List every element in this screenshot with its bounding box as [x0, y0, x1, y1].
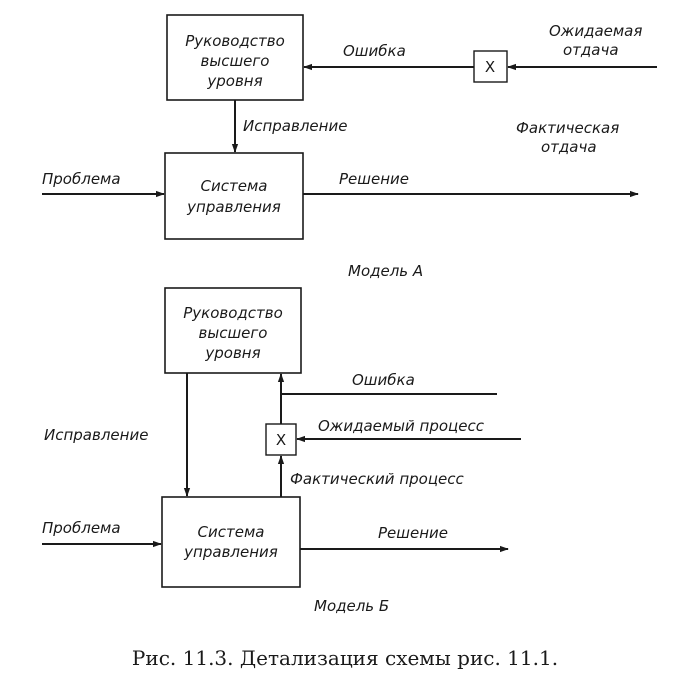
model-a-error-label: Ошибка [343, 42, 406, 60]
model-b-comparator-box [265, 423, 297, 456]
model-b-expected-label: Ожидаемый процесс [318, 417, 485, 435]
model-b-title: Модель Б [314, 597, 389, 615]
model-b-control-line-2: управления [183, 543, 278, 561]
model-b-management-box [164, 287, 302, 374]
model-a-control-system-box [164, 152, 304, 240]
model-a-expected-label-2: отдача [563, 41, 619, 59]
model-b-management-line-2: высшего [199, 324, 268, 342]
model-b-management-line-3: уровня [204, 344, 260, 362]
model-a-correction-label: Исправление [243, 117, 347, 135]
model-b: Руководство высшего уровня Система управ… [42, 287, 521, 615]
model-b-actual-label: Фактический процесс [290, 470, 465, 488]
model-a-expected-label-1: Ожидаемая [549, 22, 642, 40]
model-a-management-line-3: уровня [206, 72, 262, 90]
model-b-comparator-label: X [276, 431, 286, 449]
model-a-control-line-2: управления [186, 198, 281, 216]
model-a-title: Модель А [348, 262, 423, 280]
model-a-actual-label-1: Фактическая [516, 119, 619, 137]
model-b-control-system-box [161, 496, 301, 588]
figure-caption: Рис. 11.3. Детализация схемы рис. 11.1. [132, 646, 558, 670]
model-a-solution-label: Решение [339, 170, 409, 188]
model-a-actual-label-2: отдача [541, 138, 597, 156]
model-b-control-line-1: Система [198, 523, 265, 541]
model-b-solution-label: Решение [378, 524, 448, 542]
model-a-comparator-label: X [485, 58, 495, 76]
model-a-problem-label: Проблема [42, 170, 121, 188]
model-a: Руководство высшего уровня Система управ… [42, 14, 657, 280]
model-a-control-line-1: Система [201, 177, 268, 195]
model-b-error-label: Ошибка [352, 371, 415, 389]
model-a-management-line-1: Руководство [185, 32, 285, 50]
model-b-correction-label: Исправление [44, 426, 148, 444]
model-b-problem-label: Проблема [42, 519, 121, 537]
model-b-management-line-1: Руководство [183, 304, 283, 322]
model-a-management-line-2: высшего [201, 52, 270, 70]
model-a-management-box [166, 14, 304, 101]
